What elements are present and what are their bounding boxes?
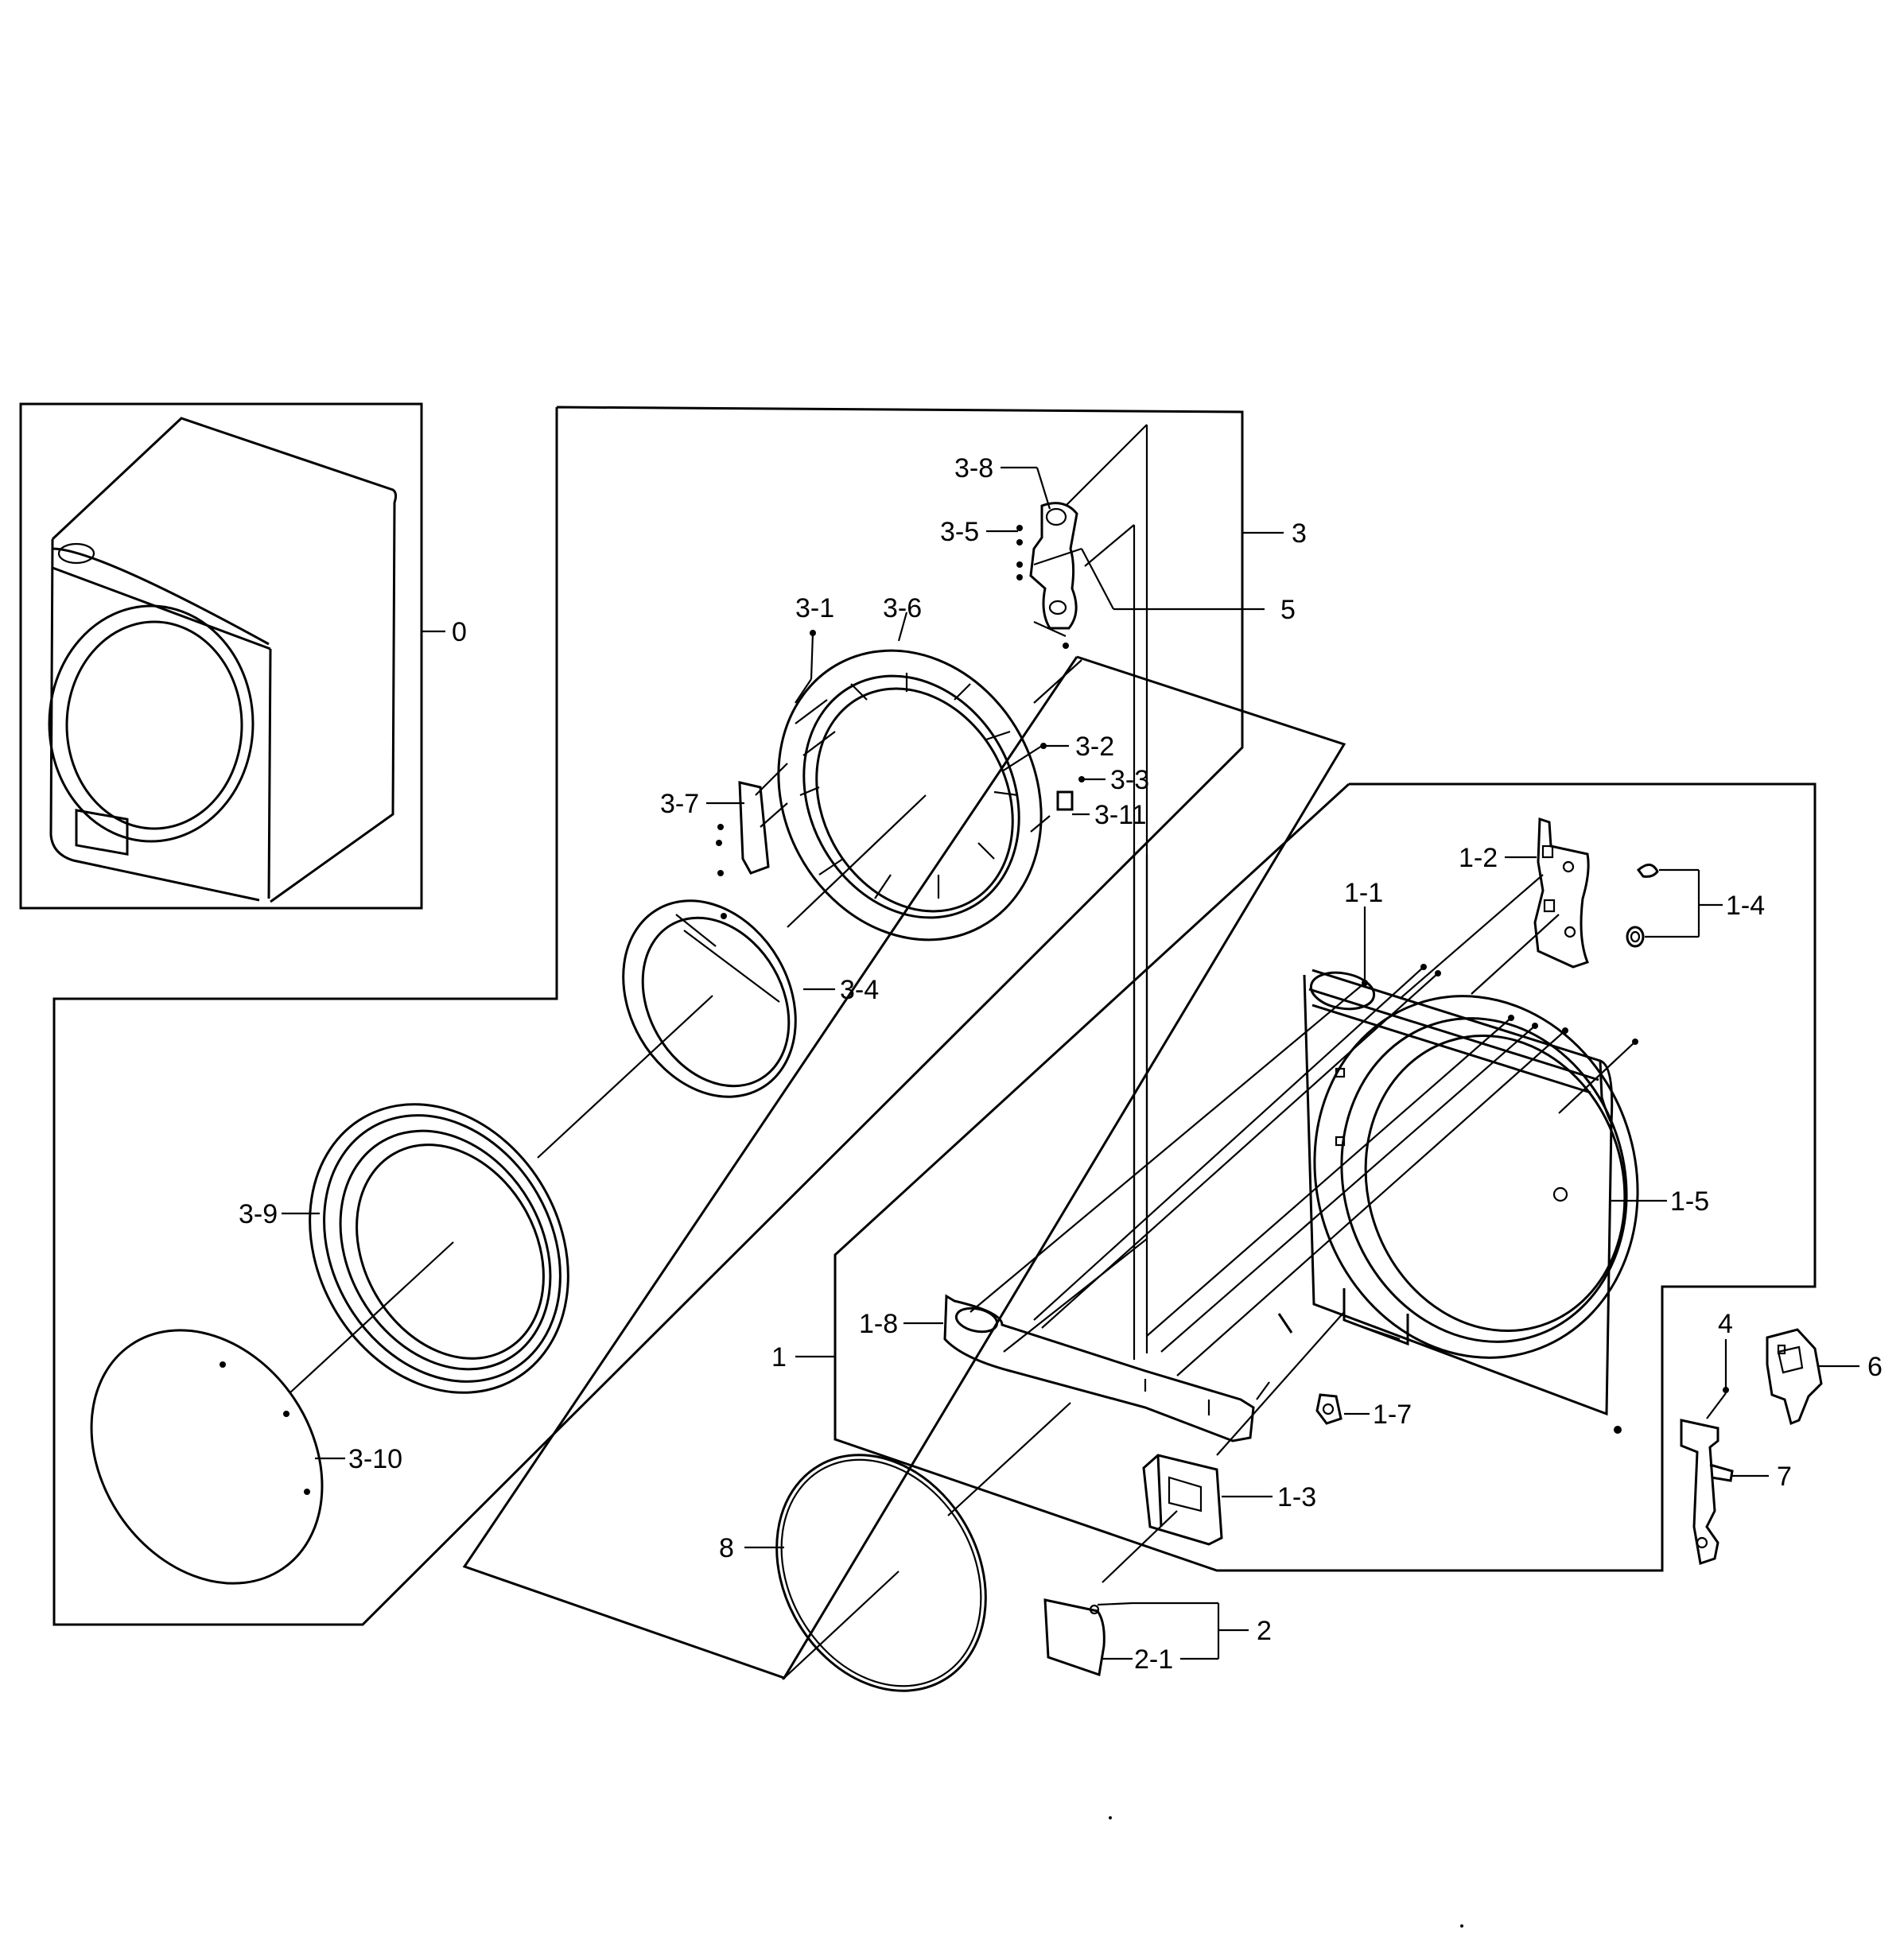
door-frame-illustration — [777, 649, 1043, 942]
label-3-11: 3-11 — [1094, 800, 1147, 830]
label-3: 3 — [1292, 518, 1307, 549]
bushing-illustration — [1626, 864, 1659, 948]
label-8: 8 — [719, 1533, 734, 1563]
label-2-1: 2-1 — [1134, 1644, 1173, 1675]
label-3-3: 3-3 — [1110, 765, 1149, 795]
label-3-2: 3-2 — [1075, 732, 1114, 762]
door-hinge-illustration — [1016, 502, 1078, 649]
label-2: 2 — [1257, 1616, 1272, 1646]
assembly-8-box — [462, 655, 1346, 1679]
assembly-0-box — [19, 402, 423, 910]
door-ring-illustration — [622, 899, 797, 1098]
door-cover-illustration — [90, 1329, 324, 1585]
washer-cabinet-illustration — [48, 417, 398, 903]
label-3-10: 3-10 — [348, 1444, 402, 1474]
lever-illustration — [1766, 1328, 1823, 1426]
label-3-1: 3-1 — [795, 593, 834, 623]
label-3-7: 3-7 — [660, 789, 699, 819]
clip-illustration — [1315, 1393, 1343, 1425]
label-1-4: 1-4 — [1726, 891, 1765, 921]
label-0: 0 — [452, 617, 467, 647]
filter-cover-illustration — [1043, 1598, 1105, 1676]
filter-housing-illustration — [1142, 1454, 1223, 1546]
label-5: 5 — [1280, 595, 1296, 625]
label-1-2: 1-2 — [1459, 843, 1498, 873]
label-3-8: 3-8 — [954, 453, 993, 483]
label-1-7: 1-7 — [1373, 1400, 1412, 1430]
label-1-8: 1-8 — [859, 1309, 898, 1339]
label-3-9: 3-9 — [239, 1199, 278, 1229]
door-lock-illustration — [716, 763, 788, 919]
label-3-6: 3-6 — [883, 593, 922, 623]
assembly-3-box — [52, 406, 1244, 1626]
label-1-5: 1-5 — [1670, 1186, 1709, 1217]
label-1: 1 — [771, 1342, 787, 1373]
label-1-3: 1-3 — [1277, 1482, 1316, 1512]
explode-lines-1-1 — [969, 874, 1636, 1376]
label-1-1: 1-1 — [1344, 878, 1383, 908]
label-7: 7 — [1777, 1462, 1792, 1492]
label-4: 4 — [1718, 1309, 1733, 1339]
hinge-bracket-illustration — [1533, 817, 1590, 969]
lower-cover-illustration — [943, 1294, 1255, 1442]
front-panel-illustration — [1277, 969, 1639, 1434]
label-6: 6 — [1867, 1352, 1883, 1382]
label-3-4: 3-4 — [840, 975, 879, 1005]
latch-striker-icon — [1056, 790, 1074, 811]
door-gasket-illustration — [775, 1454, 987, 1692]
door-glass-illustration — [309, 1103, 569, 1394]
assembly-1-box — [833, 782, 1817, 1572]
switch-assembly-illustration — [1680, 1419, 1734, 1565]
label-3-5: 3-5 — [940, 517, 979, 547]
